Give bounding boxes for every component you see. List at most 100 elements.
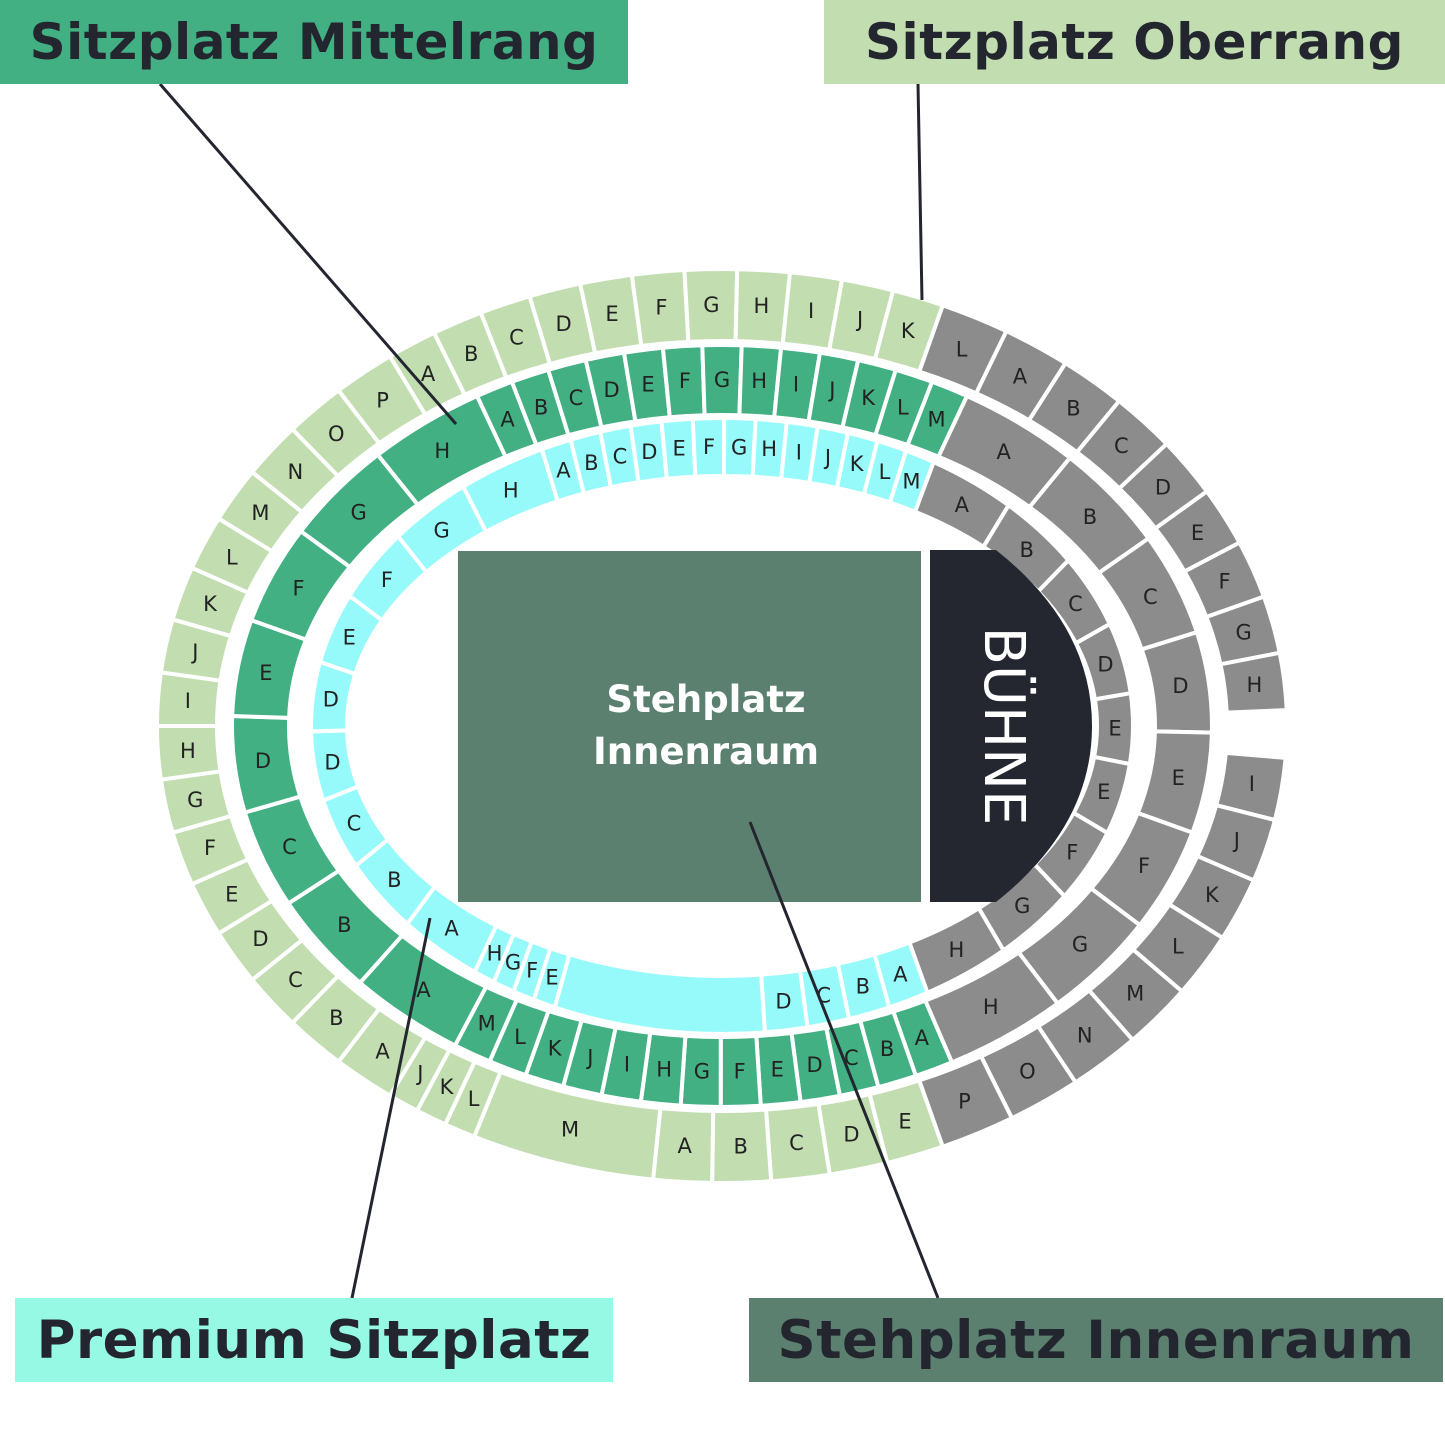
- premium-top-k-11-label: K: [850, 452, 865, 476]
- mittelrang-left-f-6-label: F: [293, 576, 305, 600]
- mittelrang-bottom-m-13[interactable]: [453, 984, 519, 1064]
- stage-label: BÜHNE: [971, 627, 1036, 826]
- stehplatz-innenraum-area[interactable]: [458, 551, 921, 902]
- mittelrang-left-b-2-label: B: [337, 913, 351, 937]
- floor-label-line1: Stehplatz: [606, 678, 805, 721]
- premium-left-e-6-label: E: [343, 626, 356, 650]
- mittelrang-bottom-l-12-label: L: [514, 1025, 526, 1049]
- outer-gray-top-f-7-label: F: [1219, 570, 1231, 594]
- premium-top-f-6-label: F: [703, 435, 715, 459]
- mittelrang-bottom-c-3-label: C: [844, 1046, 859, 1070]
- oberrang-left-h-8-label: H: [180, 739, 196, 763]
- outer-gray-top-d-5-label: D: [1155, 476, 1171, 500]
- middle-gray-h-8-label: H: [983, 995, 999, 1019]
- outer-gray-top-a-2-label: A: [1013, 364, 1028, 388]
- oberrang-bottom-right-a-5-label: A: [678, 1134, 693, 1158]
- premium-left-h-9[interactable]: [461, 447, 560, 534]
- mittelrang-bottom-b-2-label: B: [880, 1037, 894, 1061]
- premium-top-a-1-label: A: [556, 459, 571, 483]
- premium-left-f-7-label: F: [381, 568, 393, 592]
- oberrang-bottom-m[interactable]: [472, 1070, 663, 1182]
- mittelrang-left-h-8-label: H: [434, 439, 450, 463]
- premium-bottom-right-d-4[interactable]: [759, 968, 810, 1035]
- oberrang-top-d-4-label: D: [556, 312, 572, 336]
- outer-gray-top-g-8-label: G: [1235, 621, 1251, 645]
- outer-gray-bottom-n-6-label: N: [1077, 1024, 1093, 1048]
- oberrang-left-p-16-label: P: [376, 389, 389, 413]
- oberrang-left-f-6-label: F: [204, 836, 216, 860]
- outer-gray-top-h-9-label: H: [1247, 673, 1263, 697]
- mittelrang-bottom-a-1-label: A: [915, 1026, 930, 1050]
- middle-gray-a-1-label: A: [997, 440, 1012, 464]
- oberrang-bottom-right-a-5[interactable]: [651, 1106, 716, 1185]
- premium-top-l-12-label: L: [879, 460, 891, 484]
- inner-gray-e-6-label: E: [1097, 780, 1110, 804]
- mittelrang-top-d-4-label: D: [604, 378, 620, 402]
- mittelrang-top-l-12-label: L: [897, 396, 909, 420]
- premium-left-h-9-label: H: [503, 479, 519, 503]
- inner-gray-c-3-label: C: [1068, 592, 1083, 616]
- premium-bottom-right-d-4-label: D: [775, 990, 791, 1014]
- inner-gray-g-8-label: G: [1014, 894, 1030, 918]
- premium-loge[interactable]: [552, 952, 767, 1036]
- premium-left-a-1-label: A: [444, 916, 459, 940]
- inner-gray-d-4-label: D: [1097, 653, 1113, 677]
- premium-left-b-2-label: B: [387, 868, 401, 892]
- mittelrang-left-h-8[interactable]: [375, 394, 508, 507]
- inner-gray-h-9-label: H: [949, 938, 965, 962]
- oberrang-left-k-11-label: K: [203, 592, 218, 616]
- premium-top-i-9-label: I: [796, 440, 802, 464]
- mittelrang-top-f-6-label: F: [679, 369, 691, 393]
- outer-gray-top-c-4-label: C: [1114, 434, 1129, 458]
- inner-gray-b-2-label: B: [1019, 538, 1033, 562]
- inner-gray-h-9[interactable]: [907, 906, 1006, 995]
- outer-gray-top-l-1-label: L: [956, 338, 968, 362]
- mittelrang-bottom-i-9-label: I: [624, 1053, 630, 1077]
- premium-top-c-3-label: C: [613, 445, 628, 469]
- outer-gray-bottom-j-2-label: J: [1232, 829, 1240, 853]
- mittelrang-bottom-m-13-label: M: [478, 1012, 496, 1036]
- leader-mittelrang: [158, 83, 458, 425]
- mittelrang-left-c-3-label: C: [282, 835, 297, 859]
- oberrang-top-j-10-label: J: [855, 307, 863, 331]
- oberrang-top-f-6-label: F: [655, 296, 667, 320]
- premium-top-h-8-label: H: [761, 437, 777, 461]
- oberrang-left-m-13-label: M: [251, 501, 269, 525]
- oberrang-top-g-7-label: G: [703, 293, 719, 317]
- middle-gray-c-3-label: C: [1143, 585, 1158, 609]
- oberrang-left-c-3-label: C: [288, 968, 303, 992]
- premium-bottom-left-h-4[interactable]: [472, 923, 516, 985]
- oberrang-top-c-3-label: C: [509, 325, 524, 349]
- mittelrang-left-e-5-label: E: [259, 661, 272, 685]
- premium-left-g-8-label: G: [434, 518, 450, 542]
- oberrang-left-e-5-label: E: [225, 883, 238, 907]
- stage-buehne: [930, 550, 1092, 902]
- oberrang-left-o-15-label: O: [328, 422, 345, 446]
- mittelrang-top-j-10-label: J: [827, 378, 835, 402]
- floor-label-line2: Innenraum: [593, 730, 819, 773]
- oberrang-bottom-left-j-3-label: J: [415, 1062, 423, 1086]
- oberrang-bottom-left-l-1-label: L: [468, 1087, 480, 1111]
- oberrang-bottom-left-j-3[interactable]: [387, 1035, 452, 1113]
- oberrang-left-l-12-label: L: [226, 545, 238, 569]
- outer-gray-bottom-o-7-label: O: [1019, 1060, 1036, 1084]
- mittelrang-bottom-j-10-label: J: [585, 1046, 593, 1070]
- premium-top-e-5-label: E: [672, 437, 685, 461]
- leader-innenraum: [748, 821, 940, 1299]
- middle-gray-f-6-label: F: [1138, 854, 1150, 878]
- middle-gray-h-8[interactable]: [923, 950, 1060, 1065]
- oberrang-left-p-16[interactable]: [336, 354, 428, 446]
- outer-gray-top-h-9[interactable]: [1218, 650, 1289, 715]
- outer-gray-bottom-p-8[interactable]: [917, 1054, 1014, 1149]
- oberrang-left-d-4-label: D: [252, 927, 268, 951]
- outer-gray-top-b-3-label: B: [1066, 397, 1080, 421]
- premium-bottom-left-g-3-label: G: [505, 950, 521, 974]
- premium-top-j-10-label: J: [823, 445, 831, 469]
- outer-gray-top-e-6-label: E: [1191, 521, 1204, 545]
- mittelrang-left-d-4-label: D: [255, 749, 271, 773]
- mittelrang-bottom-g-7-label: G: [694, 1060, 710, 1084]
- outer-gray-bottom-m-5-label: M: [1126, 981, 1144, 1005]
- outer-gray-bottom-l-4-label: L: [1172, 934, 1184, 958]
